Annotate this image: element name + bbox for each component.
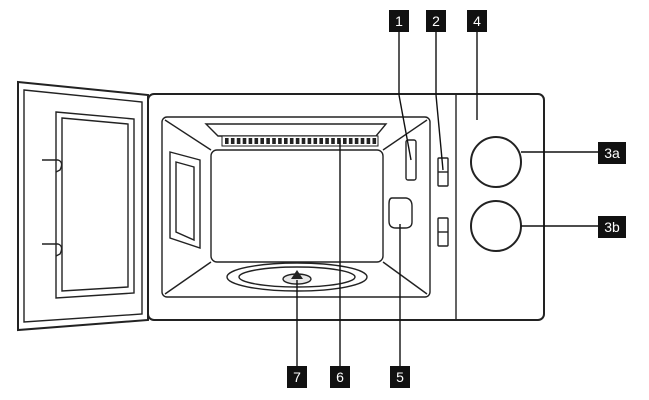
grill-slot: [248, 138, 253, 144]
svg-text:4: 4: [473, 13, 481, 29]
grill-slot: [366, 138, 371, 144]
svg-text:7: 7: [293, 369, 301, 385]
callout-4: 4: [467, 10, 487, 32]
cavity-light: [169, 151, 201, 249]
grill-slot: [289, 138, 294, 144]
grill-slot: [278, 138, 282, 144]
grill-slot: [260, 138, 264, 144]
oven-body: [147, 93, 545, 321]
cavity-frame: [161, 116, 431, 298]
callout-3b: 3b: [598, 216, 626, 238]
grill-slot: [266, 138, 270, 144]
callout-5: 5: [390, 366, 410, 388]
timer-knob: [470, 200, 522, 252]
svg-text:3a: 3a: [604, 145, 620, 161]
grill-slot: [295, 138, 300, 144]
grill-slot: [343, 138, 347, 144]
power-knob: [470, 136, 522, 188]
svg-text:5: 5: [396, 369, 404, 385]
callout-2: 2: [426, 10, 446, 32]
grill-slot: [272, 138, 276, 144]
turntable-shaft: [291, 270, 303, 279]
grill-slot: [254, 138, 259, 144]
grill-element: [204, 123, 388, 147]
grill-slot: [354, 138, 359, 144]
svg-text:2: 2: [432, 13, 440, 29]
waveguide-cover: [405, 139, 417, 181]
grill-slot: [242, 138, 247, 144]
grill-slot: [325, 138, 329, 144]
grill-slot: [230, 138, 235, 144]
grill-slot: [360, 138, 365, 144]
svg-text:1: 1: [395, 13, 403, 29]
door-window: [55, 111, 135, 299]
callout-1: 1: [389, 10, 409, 32]
grill-slot: [313, 138, 318, 144]
door-latch-upper: [42, 159, 63, 173]
grill-slot: [284, 138, 288, 144]
svg-text:3b: 3b: [604, 219, 620, 235]
grill-slot: [331, 138, 335, 144]
grill-slot: [225, 138, 229, 144]
grill-slot: [337, 138, 341, 144]
callout-3a: 3a: [598, 142, 626, 164]
callout-7: 7: [287, 366, 307, 388]
grill-slot: [236, 138, 241, 144]
svg-text:6: 6: [336, 369, 344, 385]
grill-slot: [319, 138, 323, 144]
door-latch-lower: [42, 243, 63, 257]
cavity-back-wall: [210, 149, 384, 263]
grill-slot: [301, 138, 306, 144]
door: [17, 80, 149, 332]
grill-slot: [307, 138, 312, 144]
callout-6: 6: [330, 366, 350, 388]
waveguide-plate: [388, 197, 413, 229]
grill-slot: [348, 138, 353, 144]
grill-slot: [372, 138, 377, 144]
